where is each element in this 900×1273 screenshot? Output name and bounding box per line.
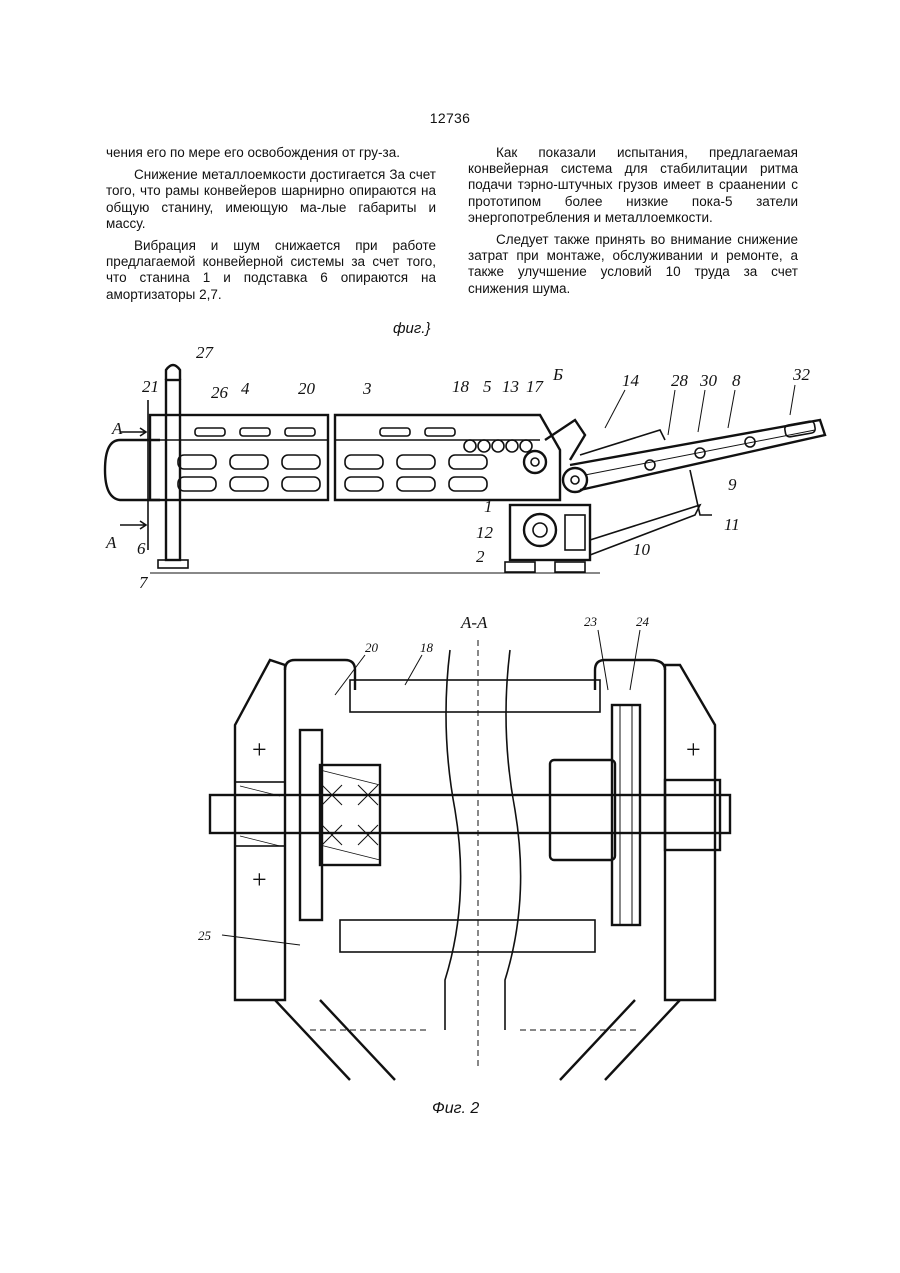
left-post xyxy=(166,380,180,560)
lower-guide-right xyxy=(560,1000,680,1080)
damper-foot xyxy=(555,562,585,572)
label-4: 4 xyxy=(241,379,250,398)
label-A-bottom: А xyxy=(105,533,117,552)
label-20: 20 xyxy=(298,379,316,398)
lower-guide-left xyxy=(275,1000,395,1080)
label-A-top: А xyxy=(111,419,123,438)
svg-text:+: + xyxy=(686,735,701,764)
top-roller xyxy=(350,680,600,712)
chute xyxy=(545,420,585,460)
label-9: 9 xyxy=(728,475,737,494)
right-text-column: Как показали испытания, предлагаемая кон… xyxy=(468,145,798,303)
label-14: 14 xyxy=(622,371,640,390)
conveyor-left-end xyxy=(105,440,160,500)
frame-slots xyxy=(178,428,487,491)
label-18: 18 xyxy=(452,377,470,396)
label-3: 3 xyxy=(362,379,372,398)
bottom-roller xyxy=(340,920,595,952)
damper-foot xyxy=(505,562,535,572)
label-11: 11 xyxy=(724,515,740,534)
break-line xyxy=(505,650,521,1030)
label-30: 30 xyxy=(699,371,718,390)
paragraph: Как показали испытания, предлагаемая кон… xyxy=(468,145,798,226)
label-5: 5 xyxy=(483,377,492,396)
right-bearing xyxy=(665,780,720,850)
label-20: 20 xyxy=(365,640,379,655)
label-8: 8 xyxy=(732,371,741,390)
figure1-caption: фиг.} xyxy=(393,320,430,337)
label-28: 28 xyxy=(671,371,689,390)
label-32: 32 xyxy=(792,365,811,384)
svg-text:+: + xyxy=(252,735,267,764)
paragraph: чения его по мере его освобождения от гр… xyxy=(106,145,436,161)
label-1: 1 xyxy=(484,497,493,516)
paragraph: Снижение металлоемкости достигается За с… xyxy=(106,167,436,232)
left-text-column: чения его по мере его освобождения от гр… xyxy=(106,145,436,309)
drive-sprocket xyxy=(524,451,546,473)
paragraph: Вибрация и шум снижается при работе пред… xyxy=(106,238,436,303)
right-drum xyxy=(550,760,615,860)
label-13: 13 xyxy=(502,377,519,396)
label-B: Б xyxy=(552,365,563,384)
svg-text:+: + xyxy=(252,865,267,894)
main-shaft xyxy=(210,795,730,833)
rollers xyxy=(464,440,532,452)
break-line xyxy=(445,650,461,1030)
left-housing xyxy=(235,660,285,1000)
label-12: 12 xyxy=(476,523,494,542)
label-21: 21 xyxy=(142,377,159,396)
label-27: 27 xyxy=(196,343,215,362)
section-label: А-А xyxy=(460,613,488,632)
left-sprocket xyxy=(300,730,322,920)
figure1-drawing: 27 21 26 4 20 3 18 5 13 17 Б 14 28 30 8 … xyxy=(0,340,900,600)
label-17: 17 xyxy=(526,377,545,396)
motor xyxy=(524,514,556,546)
page-number: 12736 xyxy=(0,110,900,126)
label-2: 2 xyxy=(476,547,485,566)
label-7: 7 xyxy=(139,573,149,592)
label-24: 24 xyxy=(636,614,650,629)
left-channel xyxy=(285,660,355,690)
label-10: 10 xyxy=(633,540,651,559)
label-23: 23 xyxy=(584,614,598,629)
inclined-conveyor xyxy=(570,420,825,490)
label-26: 26 xyxy=(211,383,229,402)
post-foot xyxy=(158,560,188,568)
left-hub xyxy=(320,765,380,865)
paragraph: Следует также принять во внимание снижен… xyxy=(468,232,798,297)
support-arm xyxy=(690,470,712,515)
label-6: 6 xyxy=(137,539,146,558)
figure2-drawing: + + + А-А 20 18 23 24 25 xyxy=(0,610,900,1090)
figure2-caption: Фиг. 2 xyxy=(432,1100,479,1118)
base-frame xyxy=(510,505,590,560)
label-18: 18 xyxy=(420,640,434,655)
label-25: 25 xyxy=(198,928,212,943)
